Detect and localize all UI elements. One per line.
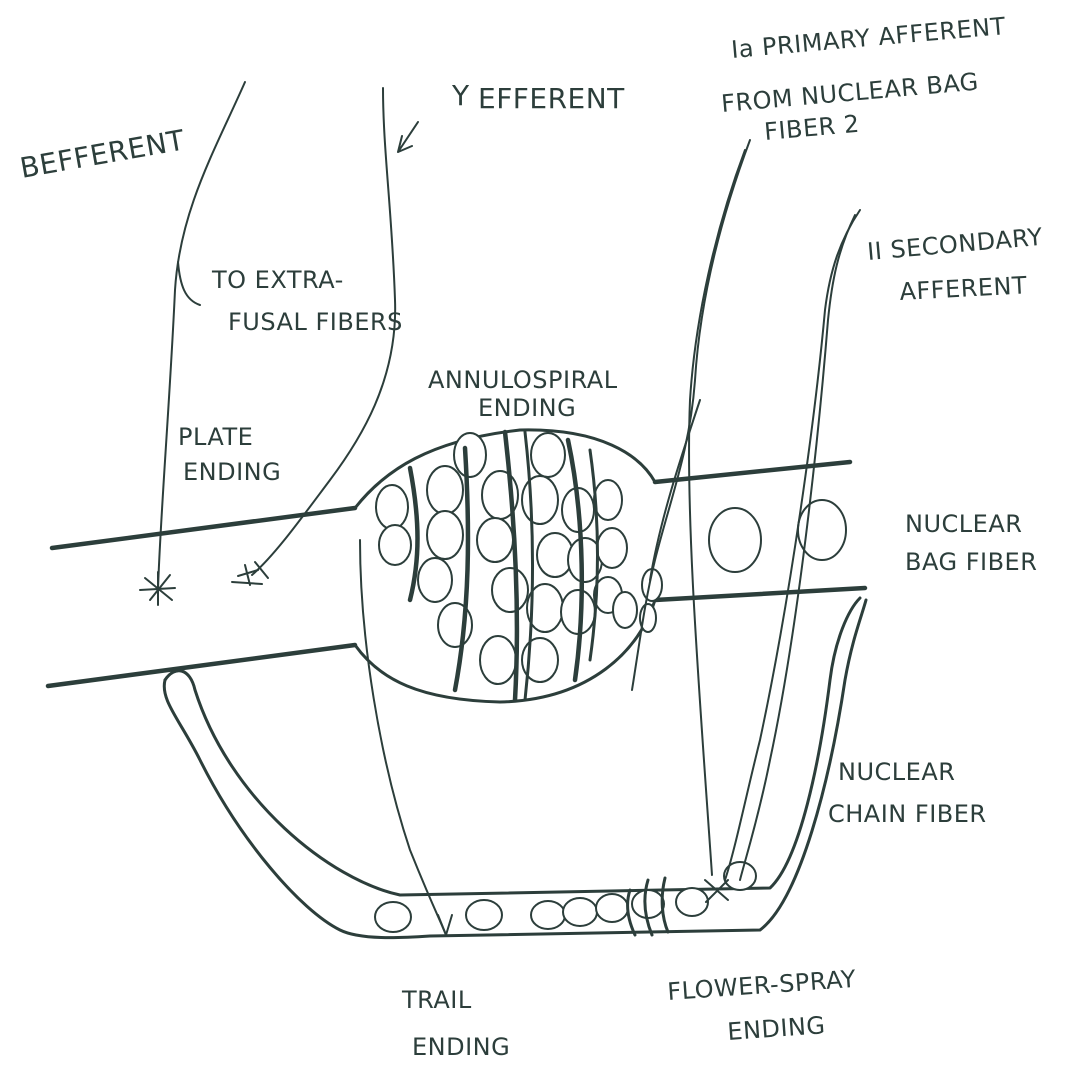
- label-beta-efferent: BEFFERENT: [17, 123, 187, 184]
- label-to-extrafusal-2: FUSAL FIBERS: [228, 308, 403, 336]
- label-trail-ending-2: ENDING: [412, 1033, 510, 1061]
- label-to-extrafusal-1: TO EXTRA-: [211, 266, 344, 294]
- label-flower-spray-2: ENDING: [726, 1011, 826, 1046]
- label-secondary-afferent-1: II SECONDARY: [866, 223, 1044, 266]
- label-nuclear-bag-2: BAG FIBER: [905, 548, 1037, 576]
- label-annulospiral-2: ENDING: [478, 394, 576, 422]
- label-annulospiral-1: ANNULOSPIRAL: [428, 366, 618, 394]
- label-nuclear-bag-1: NUCLEAR: [905, 510, 1022, 538]
- label-nuclear-chain-1: NUCLEAR: [838, 758, 955, 786]
- label-trail-ending-1: TRAIL: [401, 986, 472, 1014]
- label-secondary-afferent-2: AFFERENT: [899, 271, 1028, 306]
- label-gamma-symbol: Y: [451, 79, 470, 112]
- label-plate-ending-2: ENDING: [183, 458, 281, 486]
- label-nuclear-chain-2: CHAIN FIBER: [828, 800, 987, 828]
- label-gamma-efferent: EFFERENT: [478, 82, 625, 115]
- label-flower-spray-1: FLOWER-SPRAY: [666, 965, 857, 1006]
- label-ia-afferent-3: FIBER 2: [763, 110, 861, 146]
- plate-ending-beta: [140, 572, 175, 605]
- label-plate-ending-1: PLATE: [178, 423, 253, 451]
- label-ia-afferent-1: Ia PRIMARY AFFERENT: [730, 12, 1007, 64]
